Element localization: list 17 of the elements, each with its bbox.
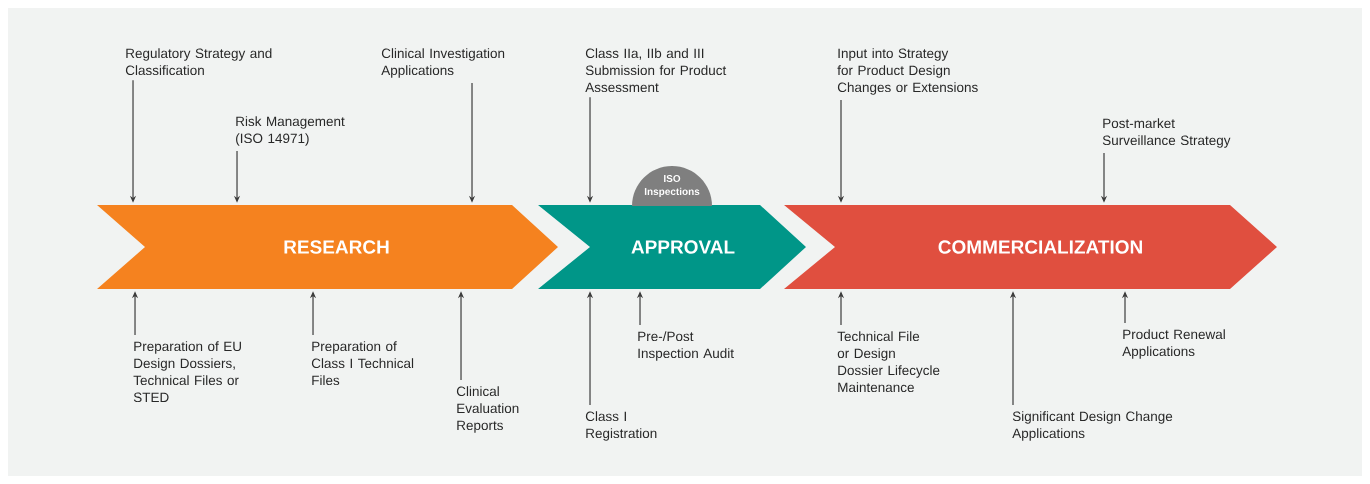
- annotation-text: Significant Design Change Applications: [1012, 411, 1173, 441]
- annotation-text: Class I Registration: [585, 411, 657, 441]
- annotation-text: Input into Strategy for Product Design Changes or Extensions: [837, 48, 978, 95]
- annotation-text: Risk Management (ISO 14971): [236, 116, 345, 146]
- annotation-text: Clinical Investigation Applications: [381, 48, 505, 78]
- annotation-text: Technical File or Design Dossier Lifecycle Maintenance: [837, 331, 940, 393]
- annotation-text: Product Renewal Applications: [1122, 329, 1225, 359]
- annotation-text: Pre-/Post Inspection Audit: [638, 331, 734, 361]
- annotation-text: Regulatory Strategy and Classification: [125, 48, 272, 76]
- semicircle-badge: ISO Inspections: [632, 166, 712, 206]
- stage-banner: RESEARCH: [97, 205, 558, 289]
- annotation-text: Post-market Surveillance Strategy: [1102, 118, 1231, 148]
- annotation-text: Class IIa, IIb and III Submission for Product Assessment: [585, 48, 727, 93]
- annotation-text: Clinical Evaluation Reports: [456, 386, 519, 433]
- annotation-text: Preparation of Class I Technical Files: [311, 341, 414, 386]
- stage-banner: APPROVAL: [538, 205, 806, 289]
- annotation-text: Preparation of EU Design Dossiers, Technical Files or STED: [133, 341, 241, 403]
